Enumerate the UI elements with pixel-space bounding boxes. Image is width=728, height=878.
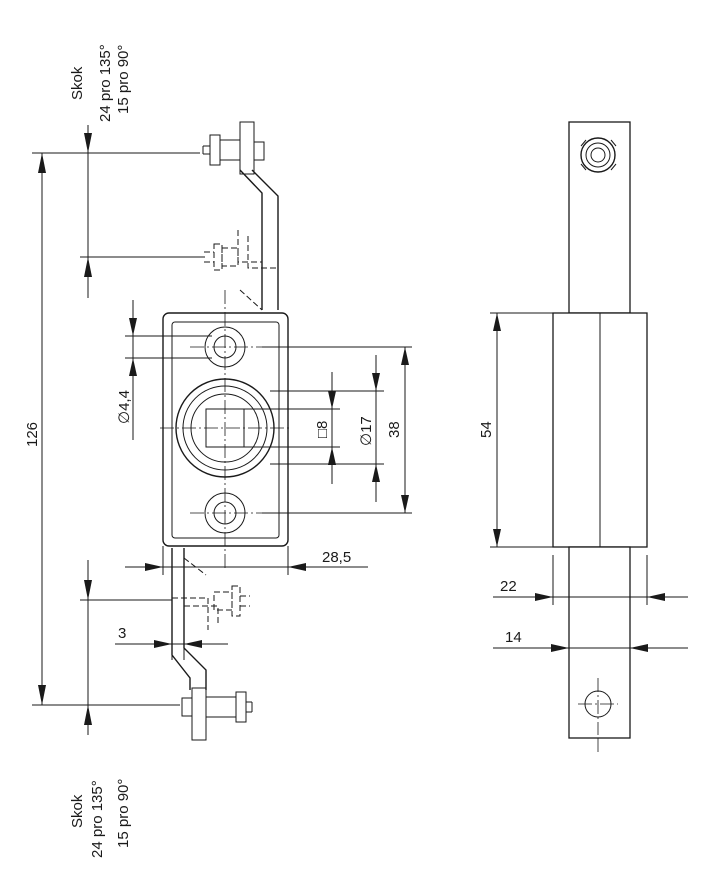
stroke-top-90: 15 pro 90° xyxy=(115,45,132,114)
lower-bolt-hidden xyxy=(213,585,250,617)
front-dimensions xyxy=(32,125,412,735)
dim-width-from-edge: 28,5 xyxy=(322,549,351,566)
side-top-bolt-outer xyxy=(580,137,616,173)
stroke-bottom-135: 24 pro 135° xyxy=(89,780,106,858)
dim-bar-thickness: 3 xyxy=(118,625,126,642)
dim-side-width: 22 xyxy=(500,578,517,595)
stroke-bottom-90: 15 pro 90° xyxy=(115,779,132,848)
side-top-bolt-inner xyxy=(590,147,606,163)
upper-rod xyxy=(239,169,279,310)
dimension-labels: Skok 24 pro 135° 15 pro 90° Skok 24 pro … xyxy=(24,44,403,858)
side-top-bar xyxy=(568,121,631,314)
side-view xyxy=(490,121,688,752)
dim-square: □8 xyxy=(314,421,331,438)
housing-outer xyxy=(162,312,289,547)
front-view xyxy=(160,121,290,741)
dim-bar-width: 14 xyxy=(505,629,522,646)
housing-inner xyxy=(171,321,280,539)
dim-overall-length: 126 xyxy=(24,422,41,447)
lower-bolt xyxy=(181,687,253,741)
dim-side-height: 54 xyxy=(478,421,495,438)
side-bottom-bar xyxy=(568,546,631,739)
dim-hole-dia: ∅4,4 xyxy=(116,390,133,424)
dim-boss-dia: ∅17 xyxy=(358,416,375,446)
side-dimension-labels: 54 22 14 xyxy=(478,421,522,646)
side-top-bolt-mid xyxy=(585,142,611,168)
stroke-bottom-title: Skok xyxy=(69,794,86,828)
dim-hole-pitch: 38 xyxy=(386,421,403,438)
upper-bolt xyxy=(202,121,265,175)
stroke-top-135: 24 pro 135° xyxy=(97,44,114,122)
upper-rod-hidden xyxy=(237,230,278,311)
stroke-top-title: Skok xyxy=(69,66,86,100)
upper-bolt-hidden xyxy=(204,243,239,271)
lower-rod-hidden xyxy=(172,557,219,630)
lower-rod xyxy=(171,548,207,690)
